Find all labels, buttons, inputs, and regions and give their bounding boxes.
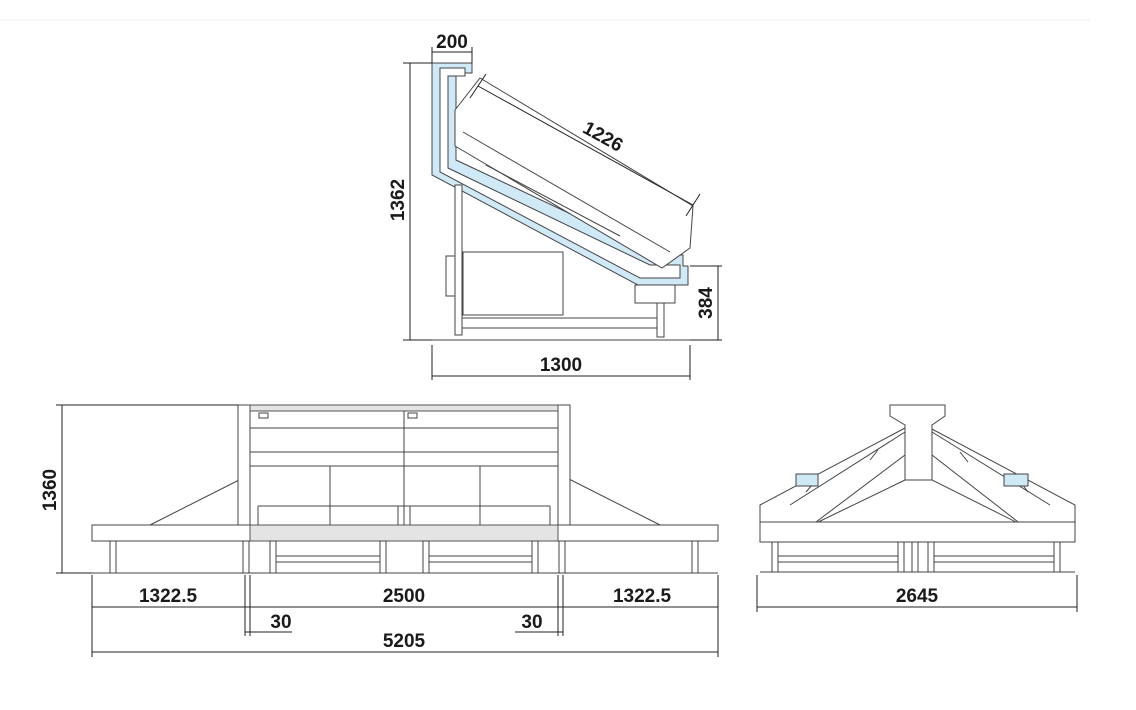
front-post-right bbox=[557, 404, 571, 526]
dim-front-right-end: 1322.5 bbox=[613, 586, 672, 607]
front-leg bbox=[269, 540, 277, 574]
front-right-wedge bbox=[564, 476, 661, 526]
end-view: 2645 bbox=[756, 404, 1078, 612]
front-left-wedge bbox=[149, 476, 246, 526]
dim-front-total: 5205 bbox=[383, 631, 426, 652]
end-rail bbox=[933, 555, 1055, 563]
dim-end-width: 2645 bbox=[896, 586, 939, 607]
front-leg bbox=[379, 540, 387, 574]
front-leg bbox=[531, 540, 539, 574]
side-view: 200 1362 1226 384 1300 bbox=[388, 32, 722, 380]
end-accent-left bbox=[795, 473, 819, 487]
dim-front-height: 1360 bbox=[40, 469, 61, 511]
end-leg bbox=[927, 541, 935, 573]
front-rail bbox=[428, 555, 533, 563]
front-post-left bbox=[237, 404, 251, 526]
side-glass-canopy bbox=[454, 77, 694, 269]
side-shelf bbox=[485, 164, 621, 237]
end-leg bbox=[897, 541, 905, 573]
front-label-left bbox=[258, 412, 269, 419]
front-rail bbox=[275, 555, 381, 563]
dim-front-left-end: 1322.5 bbox=[139, 586, 198, 607]
front-leg bbox=[691, 540, 699, 574]
dim-side-height: 1362 bbox=[388, 179, 409, 221]
front-leg bbox=[422, 540, 430, 574]
dim-front-gap-left: 30 bbox=[270, 612, 291, 633]
end-leg bbox=[771, 541, 779, 573]
end-rail bbox=[777, 555, 899, 563]
front-view: 1360 1322.5 2500 1322.5 30 30 5205 bbox=[40, 404, 719, 657]
front-leg bbox=[558, 540, 566, 574]
end-glass-right bbox=[931, 453, 1023, 526]
side-body-inner bbox=[439, 67, 681, 279]
dim-front-gap-right: 30 bbox=[521, 612, 542, 633]
front-base-center bbox=[249, 524, 559, 542]
dim-side-depth: 1300 bbox=[540, 355, 582, 376]
front-leg bbox=[242, 540, 250, 574]
front-top-strip bbox=[249, 404, 559, 412]
end-glass-left bbox=[811, 453, 906, 526]
end-base bbox=[759, 521, 1076, 543]
side-compressor-box bbox=[462, 251, 564, 316]
side-glass-edge bbox=[462, 131, 671, 253]
dim-front-center: 2500 bbox=[383, 586, 425, 607]
front-label-right bbox=[407, 412, 418, 419]
end-leg bbox=[1053, 541, 1061, 573]
end-accent-right bbox=[1003, 473, 1029, 487]
side-base-rail bbox=[461, 317, 658, 329]
end-leg bbox=[911, 541, 919, 573]
front-leg bbox=[109, 540, 117, 574]
dim-side-front-height: 384 bbox=[696, 287, 717, 319]
side-leg-left bbox=[454, 184, 463, 336]
side-front-drip bbox=[634, 284, 676, 304]
dim-side-top-width: 200 bbox=[436, 32, 468, 53]
